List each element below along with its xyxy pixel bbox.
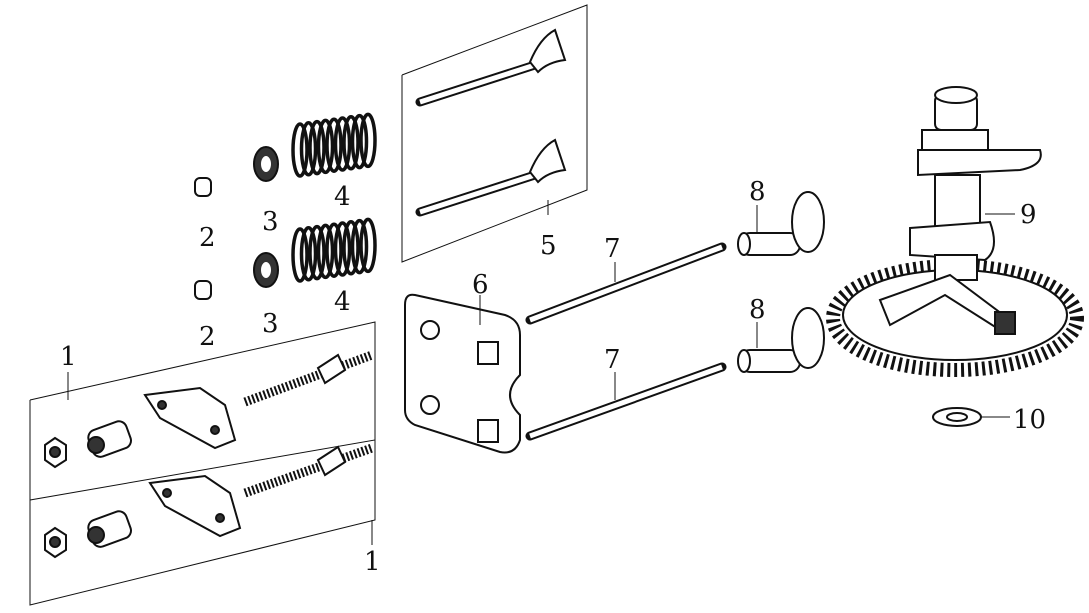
spring-coil xyxy=(350,218,369,275)
spring-coil xyxy=(325,222,343,278)
callout-2-bottom: 2 xyxy=(199,322,216,352)
callout-10: 10 xyxy=(1013,405,1046,435)
spring-coil xyxy=(316,118,335,175)
valve-stem xyxy=(419,62,536,105)
spring-coil xyxy=(342,115,360,171)
governor-block xyxy=(994,311,1016,335)
valve-head xyxy=(528,28,567,74)
callout-5: 5 xyxy=(540,231,557,261)
cam-lobe-top xyxy=(917,149,1042,177)
valves-group xyxy=(401,4,588,263)
nut-hole xyxy=(49,536,61,548)
spring-coil xyxy=(299,226,318,282)
rocker-set-bottom xyxy=(44,443,374,559)
plate-square-hole xyxy=(477,341,499,365)
callout-1-bottom: 1 xyxy=(364,547,381,577)
plate-hole xyxy=(420,395,440,415)
shaft-end-top xyxy=(934,86,978,104)
callout-4-bottom: 4 xyxy=(334,287,351,317)
callout-1-top: 1 xyxy=(60,342,77,372)
valve-head xyxy=(528,138,567,184)
pushrod-top xyxy=(529,244,723,323)
spring-coil xyxy=(333,116,352,172)
rocker-arm xyxy=(143,386,237,450)
tappet-top-foot xyxy=(791,191,825,253)
spring-coil xyxy=(359,217,377,274)
stud-bolt xyxy=(243,443,374,498)
callout-2-top: 2 xyxy=(199,223,216,253)
callout-8-top: 8 xyxy=(749,177,766,207)
callout-3-bottom: 3 xyxy=(262,309,279,339)
nut-hole xyxy=(49,446,61,458)
callout-6: 6 xyxy=(472,270,489,300)
pushrod-bottom xyxy=(529,364,723,439)
plate-hole xyxy=(420,320,440,340)
tappets xyxy=(737,191,825,373)
plate-body xyxy=(404,293,521,454)
rocker-assembly-group xyxy=(29,321,376,606)
tappet-end xyxy=(737,349,751,373)
callout-7-bottom: 7 xyxy=(604,345,621,375)
cam-lobe-bottom xyxy=(909,220,995,262)
spring-coil xyxy=(325,117,343,173)
callout-8-bottom: 8 xyxy=(749,295,766,325)
spring-coil xyxy=(291,122,309,178)
camshaft-gear xyxy=(826,86,1084,377)
tappet-end xyxy=(737,232,751,256)
keeper-top xyxy=(194,177,212,197)
rocker-hole xyxy=(215,513,225,523)
rocker-arm xyxy=(148,474,242,538)
spring-coil xyxy=(316,223,335,280)
retainer-hole xyxy=(261,262,271,278)
rocker-hole xyxy=(162,488,172,498)
spring-coil xyxy=(308,119,326,176)
spring-coil xyxy=(299,121,318,177)
adjuster-nut-hole xyxy=(87,526,105,544)
rocker-hole xyxy=(210,425,220,435)
spring-coil xyxy=(342,220,360,276)
guide-plate xyxy=(404,293,521,454)
callout-9: 9 xyxy=(1020,200,1037,230)
tappet-bottom-foot xyxy=(791,307,825,369)
valves-box xyxy=(401,4,588,263)
valve-springs xyxy=(291,112,377,283)
callout-4-top: 4 xyxy=(334,182,351,212)
callout-7-top: 7 xyxy=(604,234,621,264)
stud-nut xyxy=(316,353,347,385)
valve-keepers xyxy=(194,177,212,300)
rocker-set-top xyxy=(44,350,374,469)
valve-bottom xyxy=(415,138,567,217)
spring-coil xyxy=(308,224,326,281)
spring-coil xyxy=(350,113,369,170)
adjuster-nut-hole xyxy=(87,436,105,454)
plate-square-hole xyxy=(477,419,499,443)
valve-top xyxy=(415,28,567,107)
stud-nut xyxy=(316,445,347,477)
spring-coil xyxy=(333,221,352,277)
keeper-bottom xyxy=(194,280,212,300)
retainer-hole xyxy=(261,156,271,172)
spring-coil xyxy=(359,112,377,169)
rocker-hole xyxy=(157,400,167,410)
washer-hole xyxy=(946,412,968,422)
pushrods xyxy=(525,242,727,441)
washer xyxy=(932,407,1010,427)
spring-coil xyxy=(291,227,309,283)
spring-retainers xyxy=(253,146,279,288)
valve-stem xyxy=(419,172,536,215)
spring-top xyxy=(291,112,377,178)
spring-bottom xyxy=(291,217,377,283)
callout-3-top: 3 xyxy=(262,207,279,237)
shaft-lower xyxy=(934,254,978,281)
shaft-mid xyxy=(934,174,981,231)
stud-bolt xyxy=(243,350,374,407)
rocker-box-bottom xyxy=(29,440,376,606)
